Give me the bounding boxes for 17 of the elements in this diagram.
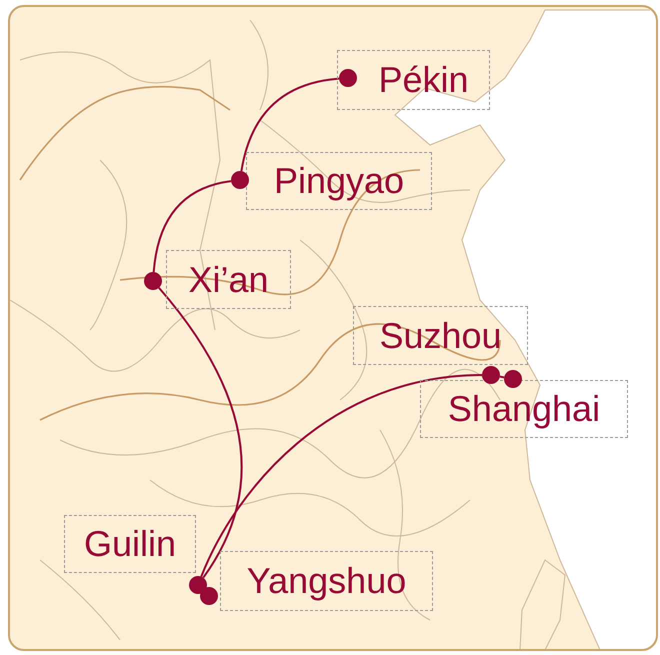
city-name: Pingyao bbox=[274, 163, 404, 199]
city-label-box bbox=[220, 551, 433, 611]
route-line bbox=[158, 287, 243, 578]
city-name: Suzhou bbox=[379, 318, 502, 354]
route-line bbox=[500, 376, 504, 378]
route-line bbox=[240, 78, 340, 172]
city-name: Yangshuo bbox=[246, 563, 406, 599]
route-line bbox=[200, 374, 482, 578]
city-label-box bbox=[166, 250, 291, 309]
city-name: Pékin bbox=[378, 62, 469, 98]
city-name: Guilin bbox=[84, 526, 176, 562]
route-line bbox=[152, 180, 232, 272]
city-name: Xi’an bbox=[188, 262, 269, 298]
city-label-box bbox=[353, 306, 528, 365]
city-label-box bbox=[337, 50, 490, 110]
city-label-box bbox=[64, 515, 196, 573]
city-name: Shanghai bbox=[448, 391, 600, 427]
